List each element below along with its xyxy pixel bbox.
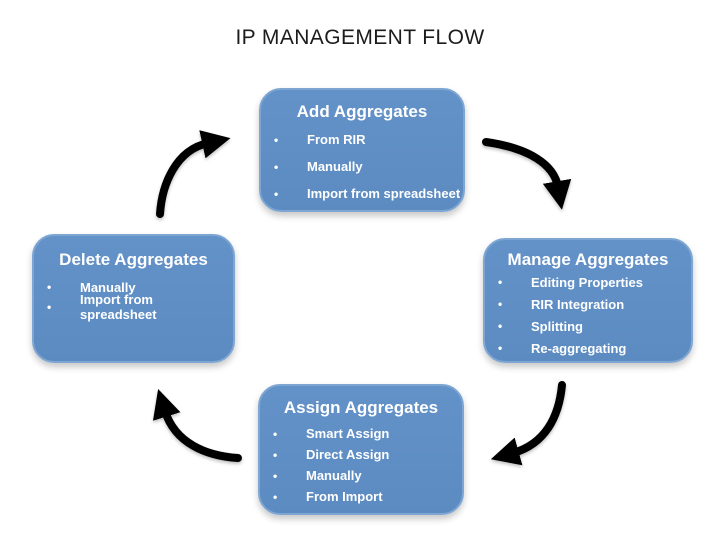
bullet-icon: • [47,280,52,294]
bullet-icon: • [274,186,279,201]
item-label: Manually [306,468,362,483]
list-item: • Import from spreadsheet [34,292,233,322]
bullet-icon: • [273,447,278,462]
list-item: • Manually [34,277,233,297]
node-items: • From RIR • Manually • Import from spre… [261,126,463,207]
bullet-icon: • [498,297,503,311]
node-add-aggregates: Add Aggregates • From RIR • Manually • I… [259,88,465,212]
bullet-icon: • [498,319,503,333]
node-delete-aggregates: Delete Aggregates • Manually • Import fr… [32,234,235,363]
list-item: • Splitting [485,315,691,337]
item-label: Direct Assign [306,447,390,462]
node-manage-aggregates: Manage Aggregates • Editing Properties •… [483,238,693,363]
item-label: Splitting [531,318,583,334]
list-item: • Import from spreadsheet [261,180,463,207]
node-title: Manage Aggregates [507,250,669,269]
item-label: From RIR [307,132,366,147]
bullet-icon: • [273,468,278,483]
arrow-manage-to-assign [490,381,566,466]
node-items: • Manually • Import from spreadsheet [34,277,233,323]
node-items: • Editing Properties • RIR Integration •… [485,271,691,359]
bullet-icon: • [47,300,52,314]
arrow-delete-to-add [156,130,231,218]
bullet-icon: • [498,341,503,355]
arrow-add-to-manage [482,138,572,210]
list-item: • Direct Assign [260,444,462,465]
bullet-icon: • [498,275,503,289]
list-item: • Smart Assign [260,423,462,444]
node-title: Delete Aggregates [59,250,208,269]
item-label: Re-aggregating [531,340,627,356]
node-assign-aggregates: Assign Aggregates • Smart Assign • Direc… [258,384,464,515]
item-label: RIR Integration [531,296,625,312]
list-item: • Manually [260,465,462,486]
bullet-icon: • [274,132,279,147]
item-label: Manually [80,279,136,295]
node-title: Assign Aggregates [283,398,439,417]
list-item: • Manually [261,153,463,180]
item-label: Smart Assign [306,426,390,441]
bullet-icon: • [273,426,278,441]
node-title: Add Aggregates [296,102,428,121]
item-label: Import from spreadsheet [307,186,461,201]
list-item: • Re-aggregating [485,337,691,359]
item-label: Manually [307,159,363,174]
list-item: • From Import [260,486,462,507]
bullet-icon: • [274,159,279,174]
item-label: Editing Properties [531,274,643,290]
list-item: • Editing Properties [485,271,691,293]
list-item: • RIR Integration [485,293,691,315]
item-label: Import from spreadsheet [80,292,157,322]
bullet-icon: • [273,489,278,504]
node-items: • Smart Assign • Direct Assign • Manuall… [260,423,462,507]
page-title: IP MANAGEMENT FLOW [235,26,485,49]
item-label: From Import [306,489,383,504]
list-item: • From RIR [261,126,463,153]
arrow-assign-to-delete [152,389,242,462]
